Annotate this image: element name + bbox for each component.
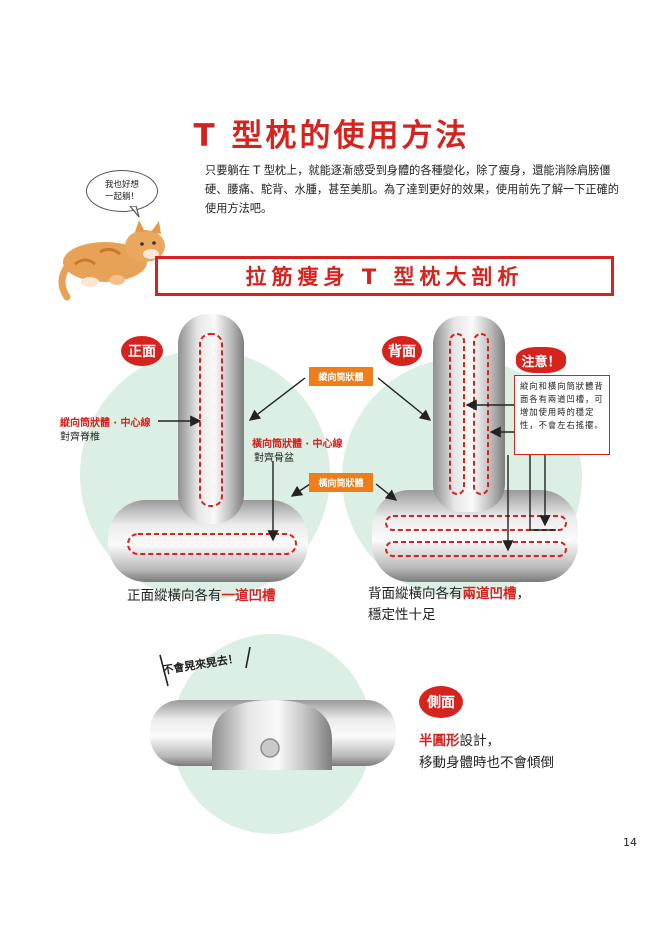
- back-caption-comma: ，: [516, 586, 531, 602]
- page-number: 14: [623, 836, 637, 849]
- front-horizontal-sub: 對齊骨盆: [254, 453, 294, 464]
- front-caption: 正面縱橫向各有一道凹槽: [127, 584, 276, 604]
- bubble-line-1: 我也好想: [104, 180, 139, 190]
- side-tag: 側面: [419, 686, 463, 718]
- valve-icon: [260, 738, 280, 758]
- back-tag: 背面: [382, 336, 422, 366]
- horizontal-tube-tag: 橫向筒狀體: [309, 473, 373, 492]
- back-horizontal-tube: [372, 490, 578, 582]
- bubble-line-2: 一起躺！: [104, 192, 139, 202]
- front-vertical-sub: 對齊脊椎: [60, 432, 100, 443]
- side-caption-line-2: 移動身體時也不會傾倒: [419, 755, 554, 771]
- page-title: T 型枕的使用方法: [193, 118, 470, 154]
- back-caption-line-2: 穩定性十足: [368, 607, 436, 623]
- section-banner: [155, 256, 614, 296]
- front-caption-highlight: 一道凹槽: [221, 588, 276, 604]
- intro-paragraph: 只要躺在 T 型枕上，就能逐漸感受到身體的各種變化，除了瘦身，還能消除肩膀僵硬、…: [205, 164, 619, 215]
- front-horizontal-tube: [108, 500, 308, 582]
- speech-bubble: 我也好想 一起躺！: [86, 170, 158, 212]
- back-caption-highlight: 兩道凹槽: [462, 586, 517, 602]
- banner-title: 拉筋瘦身 T 型枕大剖析: [245, 265, 524, 289]
- vertical-tube-tag: 縱向筒狀體: [309, 367, 373, 386]
- front-vertical-tube: [178, 314, 244, 524]
- note-tag: 注意！: [516, 347, 566, 373]
- side-caption-highlight: 半圓形: [419, 733, 460, 749]
- side-caption-text: 設計，: [459, 733, 501, 749]
- note-box: 縱向和橫向筒狀體背面各有兩道凹槽，可增加使用時的穩定性，不會左右搖擺。: [514, 375, 610, 455]
- back-vertical-tube: [433, 316, 505, 512]
- bubble-tail: [129, 206, 140, 218]
- back-caption-text: 背面縱橫向各有: [368, 586, 463, 602]
- front-caption-text: 正面縱橫向各有: [127, 588, 222, 604]
- side-caption: 半圓形設計， 移動身體時也不會傾倒: [419, 730, 554, 774]
- front-vertical-label: 縱向筒狀體 ‧ 中心線: [60, 418, 151, 429]
- front-tag: 正面: [121, 336, 163, 366]
- back-caption: 背面縱橫向各有兩道凹槽， 穩定性十足: [368, 584, 530, 626]
- side-view-semicircle: [212, 700, 332, 770]
- front-horizontal-label: 橫向筒狀體 ‧ 中心線: [252, 439, 343, 450]
